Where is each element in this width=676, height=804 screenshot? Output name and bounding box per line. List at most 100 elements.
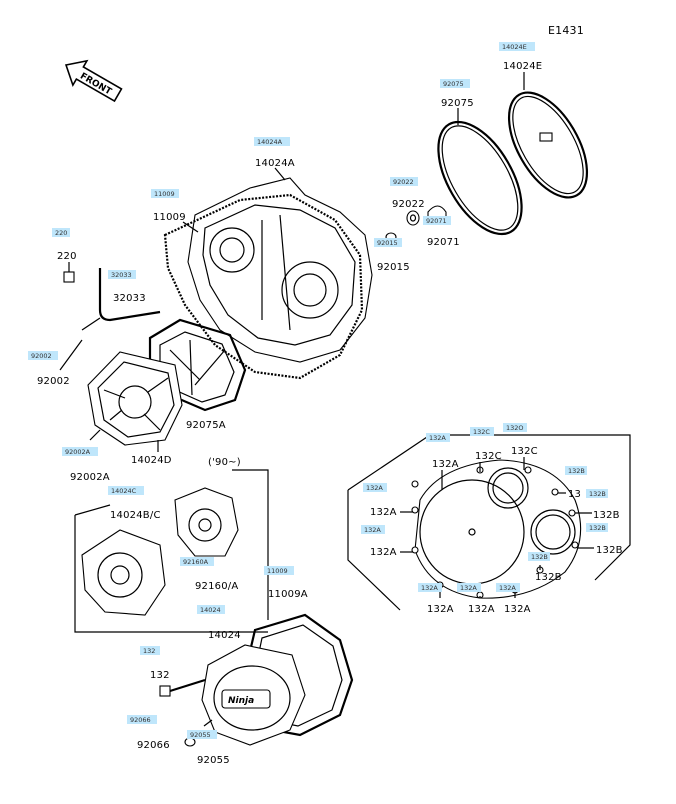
- bracket-left-132: [347, 490, 401, 611]
- svg-text:92022: 92022: [393, 178, 414, 186]
- bolt-132: [159, 678, 206, 697]
- callout-132A-l2: 132A: [370, 547, 397, 558]
- cover-92160A: [174, 487, 239, 557]
- tag-14024E[interactable]: 14024E: [499, 42, 535, 51]
- tag-32033[interactable]: 32033: [108, 270, 136, 279]
- svg-text:132: 132: [143, 647, 155, 655]
- svg-text:132A: 132A: [364, 526, 381, 534]
- callout-14024D: 14024D: [131, 455, 172, 466]
- callout-32033: 32033: [113, 293, 146, 304]
- tag-92066[interactable]: 92066: [127, 715, 157, 724]
- svg-text:132C: 132C: [473, 428, 490, 436]
- plug-icon: [539, 132, 553, 142]
- svg-text:132A: 132A: [429, 434, 446, 442]
- svg-text:92160A: 92160A: [183, 558, 209, 566]
- washer-92022: [406, 210, 420, 226]
- tag-14024A[interactable]: 14024A: [254, 137, 290, 146]
- svg-text:14024E: 14024E: [502, 43, 527, 51]
- tag-132A-l1[interactable]: 132A: [363, 483, 387, 492]
- generator-cover-14024: Ninja: [201, 644, 306, 746]
- svg-text:92071: 92071: [426, 217, 447, 225]
- callout-132B-2: 132B: [596, 545, 623, 556]
- tag-132B-r3[interactable]: 132B: [528, 552, 550, 561]
- callout-92071: 92071: [427, 237, 460, 248]
- callout-132A-b3: 132A: [504, 604, 531, 615]
- ninja-logo-text: Ninja: [228, 696, 254, 706]
- breather-tube-32033: [81, 268, 161, 331]
- callout-132A-b1: 132A: [427, 604, 454, 615]
- svg-text:14024: 14024: [200, 606, 221, 614]
- callout-92002A: 92002A: [70, 472, 110, 483]
- tag-132B-r1[interactable]: 132B: [565, 466, 587, 475]
- callout-92075A: 92075A: [186, 420, 226, 431]
- cover-14024BC: [81, 529, 166, 616]
- tag-132B-13[interactable]: 132B: [586, 489, 608, 498]
- tag-220[interactable]: 220: [52, 228, 70, 237]
- tag-132B-r2[interactable]: 132B: [586, 523, 608, 532]
- ring-cover-14024E: [507, 91, 589, 199]
- bracket-line-group: [74, 515, 268, 633]
- callout-132A-l1: 132A: [370, 507, 397, 518]
- svg-text:14024C: 14024C: [111, 487, 137, 495]
- callout-132C-2: 132C: [511, 446, 538, 457]
- svg-text:132B: 132B: [531, 553, 548, 561]
- tag-132[interactable]: 132: [140, 646, 160, 655]
- tag-92071[interactable]: 92071: [423, 216, 451, 225]
- svg-text:11009: 11009: [154, 190, 175, 198]
- callout-14024A: 14024A: [255, 158, 295, 169]
- callout-11009: 11009: [153, 212, 186, 223]
- callout-92022: 92022: [392, 199, 425, 210]
- callout-92160A: 92160/A: [195, 581, 238, 592]
- svg-text:32033: 32033: [111, 271, 132, 279]
- tag-92022[interactable]: 92022: [390, 177, 418, 186]
- tag-132O[interactable]: 132O: [503, 423, 527, 432]
- svg-text:11009: 11009: [267, 567, 288, 575]
- tag-92002[interactable]: 92002: [28, 351, 58, 360]
- svg-text:92015: 92015: [377, 239, 398, 247]
- svg-text:132A: 132A: [499, 584, 516, 592]
- callout-132A-top: 132A: [432, 459, 459, 470]
- svg-text:92002A: 92002A: [65, 448, 91, 456]
- tag-132A-b2[interactable]: 132A: [457, 583, 481, 592]
- gasket-11009: [163, 193, 364, 380]
- tag-14024C[interactable]: 14024C: [108, 486, 144, 495]
- tag-132A-b1[interactable]: 132A: [418, 583, 442, 592]
- svg-text:92055: 92055: [190, 731, 211, 739]
- tag-132A-b3[interactable]: 132A: [496, 583, 520, 592]
- tag-92160A[interactable]: 92160A: [180, 557, 214, 566]
- svg-text:92075: 92075: [443, 80, 464, 88]
- tag-92015[interactable]: 92015: [374, 238, 402, 247]
- callout-132B-3: 132B: [535, 572, 562, 583]
- callout-92075: 92075: [441, 98, 474, 109]
- callout-132C-1: 132C: [475, 451, 502, 462]
- callout-220: 220: [57, 251, 77, 262]
- callout-92015: 92015: [377, 262, 410, 273]
- svg-text:132A: 132A: [421, 584, 438, 592]
- tag-92002A[interactable]: 92002A: [62, 447, 98, 456]
- tag-11009[interactable]: 11009: [151, 189, 179, 198]
- diagram-code: E1431: [548, 24, 584, 37]
- tag-11009-b[interactable]: 11009: [264, 566, 294, 575]
- callout-132B-1: 132B: [593, 510, 620, 521]
- tag-92075[interactable]: 92075: [440, 79, 470, 88]
- svg-text:132O: 132O: [506, 424, 524, 432]
- svg-text:132B: 132B: [568, 467, 585, 475]
- callout-92002: 92002: [37, 376, 70, 387]
- tag-132A-l2[interactable]: 132A: [361, 525, 385, 534]
- callout-92066: 92066: [137, 740, 170, 751]
- callout-132A-b2: 132A: [468, 604, 495, 615]
- svg-text:132A: 132A: [366, 484, 383, 492]
- svg-text:92066: 92066: [130, 716, 151, 724]
- tag-132C-top[interactable]: 132C: [470, 427, 494, 436]
- tag-14024[interactable]: 14024: [197, 605, 225, 614]
- front-arrow-icon: FRONT: [64, 59, 123, 103]
- tag-92055[interactable]: 92055: [187, 730, 217, 739]
- svg-text:92002: 92002: [31, 352, 52, 360]
- callout-11009A: 11009A: [268, 589, 308, 600]
- svg-text:132B: 132B: [589, 490, 606, 498]
- ring-gasket-92075: [437, 120, 523, 236]
- tag-132A-top[interactable]: 132A: [426, 433, 450, 442]
- bolt-220: [63, 262, 75, 283]
- callout-132: 132: [150, 670, 170, 681]
